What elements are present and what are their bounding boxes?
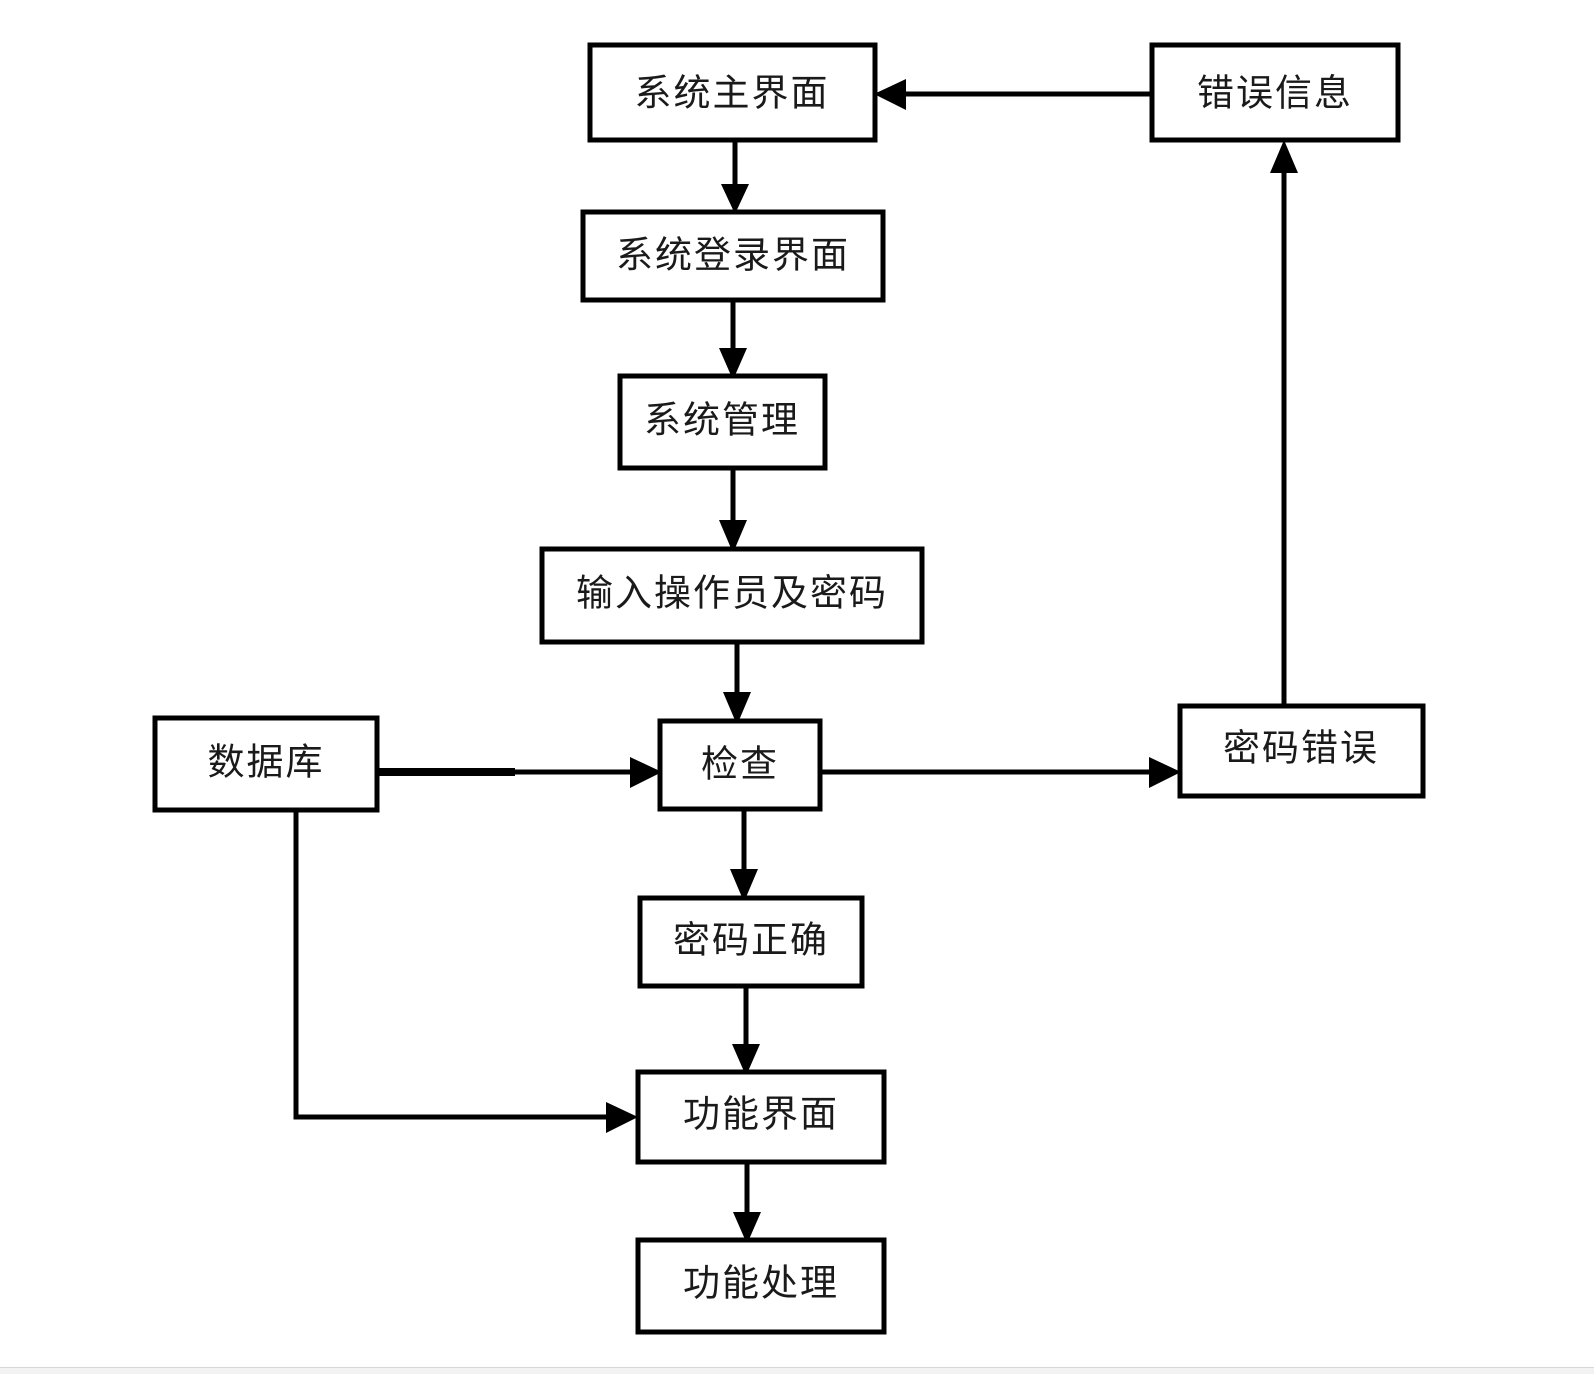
node-input-operator-password[interactable]: 输入操作员及密码	[539, 546, 925, 645]
edge-inputpwd-to-check	[723, 642, 751, 725]
node-database[interactable]: 数据库	[152, 715, 380, 813]
node-label-check: 检查	[701, 743, 779, 786]
node-label-login-interface: 系统登录界面	[616, 234, 850, 277]
edge-check-to-pwdwrong	[820, 757, 1181, 788]
edge-pwdwrong-to-errormsg	[1270, 140, 1298, 706]
edge-pwdright-to-funcui	[732, 986, 760, 1076]
node-label-function-processing: 功能处理	[683, 1262, 839, 1305]
node-function-interface[interactable]: 功能界面	[635, 1069, 887, 1165]
node-error-message[interactable]: 错误信息	[1149, 42, 1401, 143]
node-system-management[interactable]: 系统管理	[617, 373, 828, 471]
edge-database-to-funcui	[293, 810, 638, 1133]
edge-login-to-sysmanage	[719, 300, 747, 380]
node-label-password-wrong: 密码错误	[1223, 727, 1379, 770]
node-label-main-interface: 系统主界面	[635, 72, 830, 115]
edge-sysmanage-to-inputpwd	[719, 468, 747, 553]
node-label-input-operator-password: 输入操作员及密码	[576, 572, 888, 615]
page-bottom-divider	[0, 1367, 1594, 1374]
node-function-processing[interactable]: 功能处理	[635, 1237, 887, 1335]
edge-errormsg-to-main	[874, 79, 1152, 110]
node-main-interface[interactable]: 系统主界面	[587, 42, 878, 143]
edge-funcui-to-funcproc	[733, 1162, 761, 1244]
node-label-database: 数据库	[208, 741, 325, 784]
edge-main-to-login	[721, 140, 749, 214]
node-password-wrong[interactable]: 密码错误	[1177, 703, 1426, 799]
node-password-correct[interactable]: 密码正确	[637, 895, 865, 989]
edge-database-to-check	[377, 757, 662, 788]
node-check[interactable]: 检查	[657, 718, 823, 812]
node-label-error-message: 错误信息	[1197, 72, 1353, 115]
node-label-password-correct: 密码正确	[673, 919, 829, 962]
edge-check-to-pwdright	[730, 809, 758, 902]
node-label-function-interface: 功能界面	[683, 1093, 839, 1136]
node-label-system-management: 系统管理	[644, 399, 800, 442]
node-login-interface[interactable]: 系统登录界面	[580, 209, 886, 303]
